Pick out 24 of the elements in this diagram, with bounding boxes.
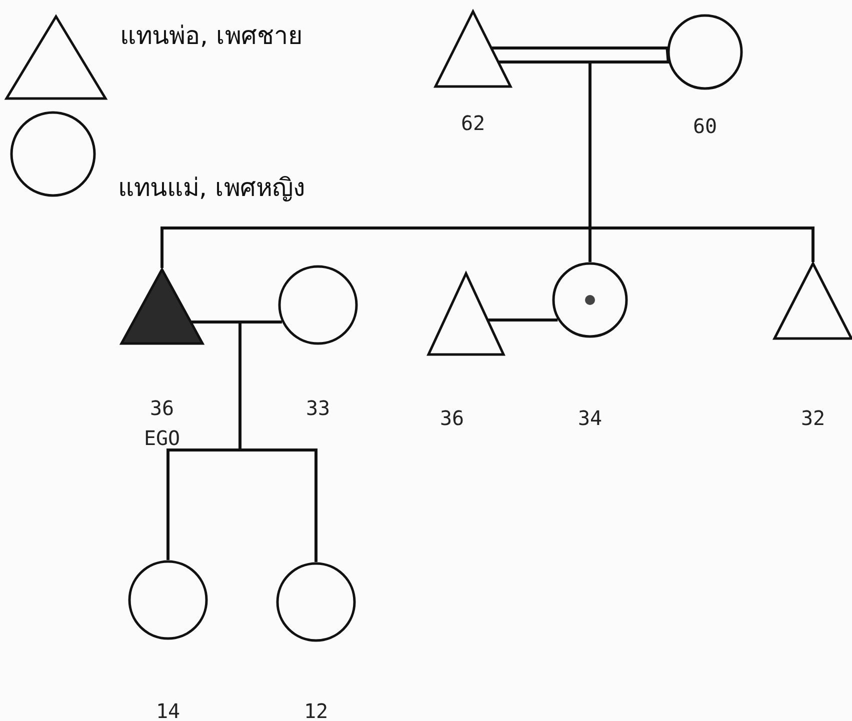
marriage-line: [488, 318, 558, 322]
circle-symbol: [128, 560, 208, 640]
age-label: 14: [156, 699, 180, 721]
circle-symbol: [278, 265, 358, 345]
age-label: 36: [150, 396, 174, 420]
age-label: 32: [800, 406, 826, 430]
age-label: 34: [578, 406, 602, 430]
legend-text: แทนพ่อ, เพศชาย: [120, 20, 303, 52]
age-label: 33: [306, 396, 330, 420]
circle-symbol: [276, 562, 356, 642]
circle-symbol: [667, 14, 743, 90]
ego-label: EGO: [144, 426, 180, 450]
age-label: 12: [304, 699, 328, 721]
triangle-symbol: [773, 262, 852, 340]
legend-text: แทนแม่, เพศหญิง: [118, 172, 305, 204]
age-label: 60: [692, 114, 718, 138]
age-label: 36: [440, 406, 464, 430]
double-marriage-line: [492, 46, 670, 64]
descent-line: [588, 60, 814, 262]
age-label: 62: [460, 111, 486, 135]
triangle-symbol: [434, 10, 512, 88]
filled-triangle-symbol: [120, 268, 204, 345]
dotted-circle-symbol: [552, 262, 628, 338]
triangle-symbol: [427, 272, 505, 356]
